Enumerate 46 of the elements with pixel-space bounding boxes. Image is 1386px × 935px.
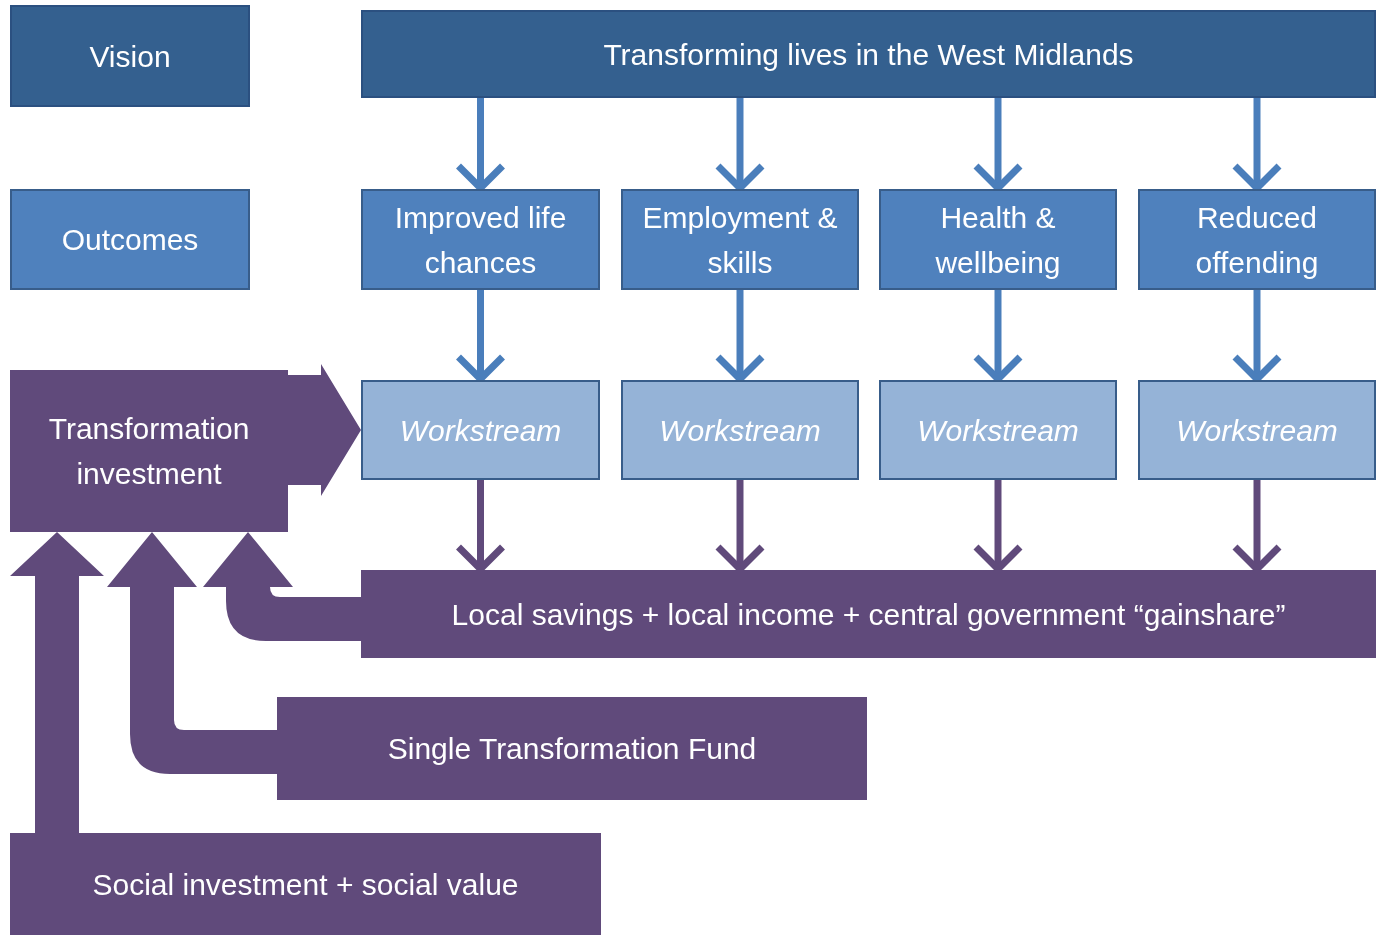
process-box bbox=[277, 697, 867, 800]
arrow bbox=[972, 480, 1024, 573]
arrow bbox=[714, 98, 766, 192]
process-box bbox=[621, 380, 859, 480]
box-label: Reduced offending bbox=[1194, 199, 1320, 281]
box-label: Improved life chances bbox=[393, 199, 568, 281]
box-label: Workstream bbox=[398, 412, 563, 449]
block-arrow bbox=[10, 532, 104, 833]
arrow bbox=[714, 480, 766, 573]
process-box bbox=[10, 189, 250, 290]
box-label: Outcomes bbox=[60, 222, 200, 258]
process-box bbox=[361, 570, 1376, 658]
box-label: Local savings + local income + central government “gainshare” bbox=[450, 596, 1287, 633]
arrow bbox=[714, 290, 766, 383]
box-label: Transforming lives in the West Midlands bbox=[602, 36, 1135, 73]
process-box bbox=[10, 370, 288, 532]
arrow bbox=[972, 98, 1024, 192]
arrow bbox=[1231, 98, 1283, 192]
process-box bbox=[621, 189, 859, 290]
block-arrow bbox=[107, 532, 277, 774]
arrow bbox=[455, 98, 506, 192]
arrow bbox=[455, 290, 506, 383]
box-label: Workstream bbox=[916, 412, 1080, 449]
arrow bbox=[455, 480, 506, 573]
arrow bbox=[1231, 290, 1283, 383]
box-label: Social investment + social value bbox=[91, 866, 520, 903]
box-label: Vision bbox=[88, 38, 172, 75]
block-arrow bbox=[203, 532, 361, 641]
box-label: Employment & skills bbox=[641, 199, 839, 281]
process-box bbox=[10, 833, 601, 935]
block-arrow bbox=[288, 364, 361, 496]
process-box bbox=[879, 380, 1117, 480]
process-box bbox=[10, 5, 250, 107]
box-label: Single Transformation Fund bbox=[386, 731, 758, 767]
process-box bbox=[361, 189, 600, 290]
arrow bbox=[1231, 480, 1283, 573]
box-label: Workstream bbox=[1175, 412, 1339, 449]
box-label: Health & wellbeing bbox=[934, 199, 1062, 281]
process-box bbox=[361, 380, 600, 480]
process-box bbox=[361, 10, 1376, 98]
process-box bbox=[879, 189, 1117, 290]
box-label: Workstream bbox=[658, 412, 822, 449]
process-box bbox=[1138, 189, 1376, 290]
process-box bbox=[1138, 380, 1376, 480]
arrow bbox=[972, 290, 1024, 383]
box-label: Transformation investment bbox=[47, 411, 251, 492]
